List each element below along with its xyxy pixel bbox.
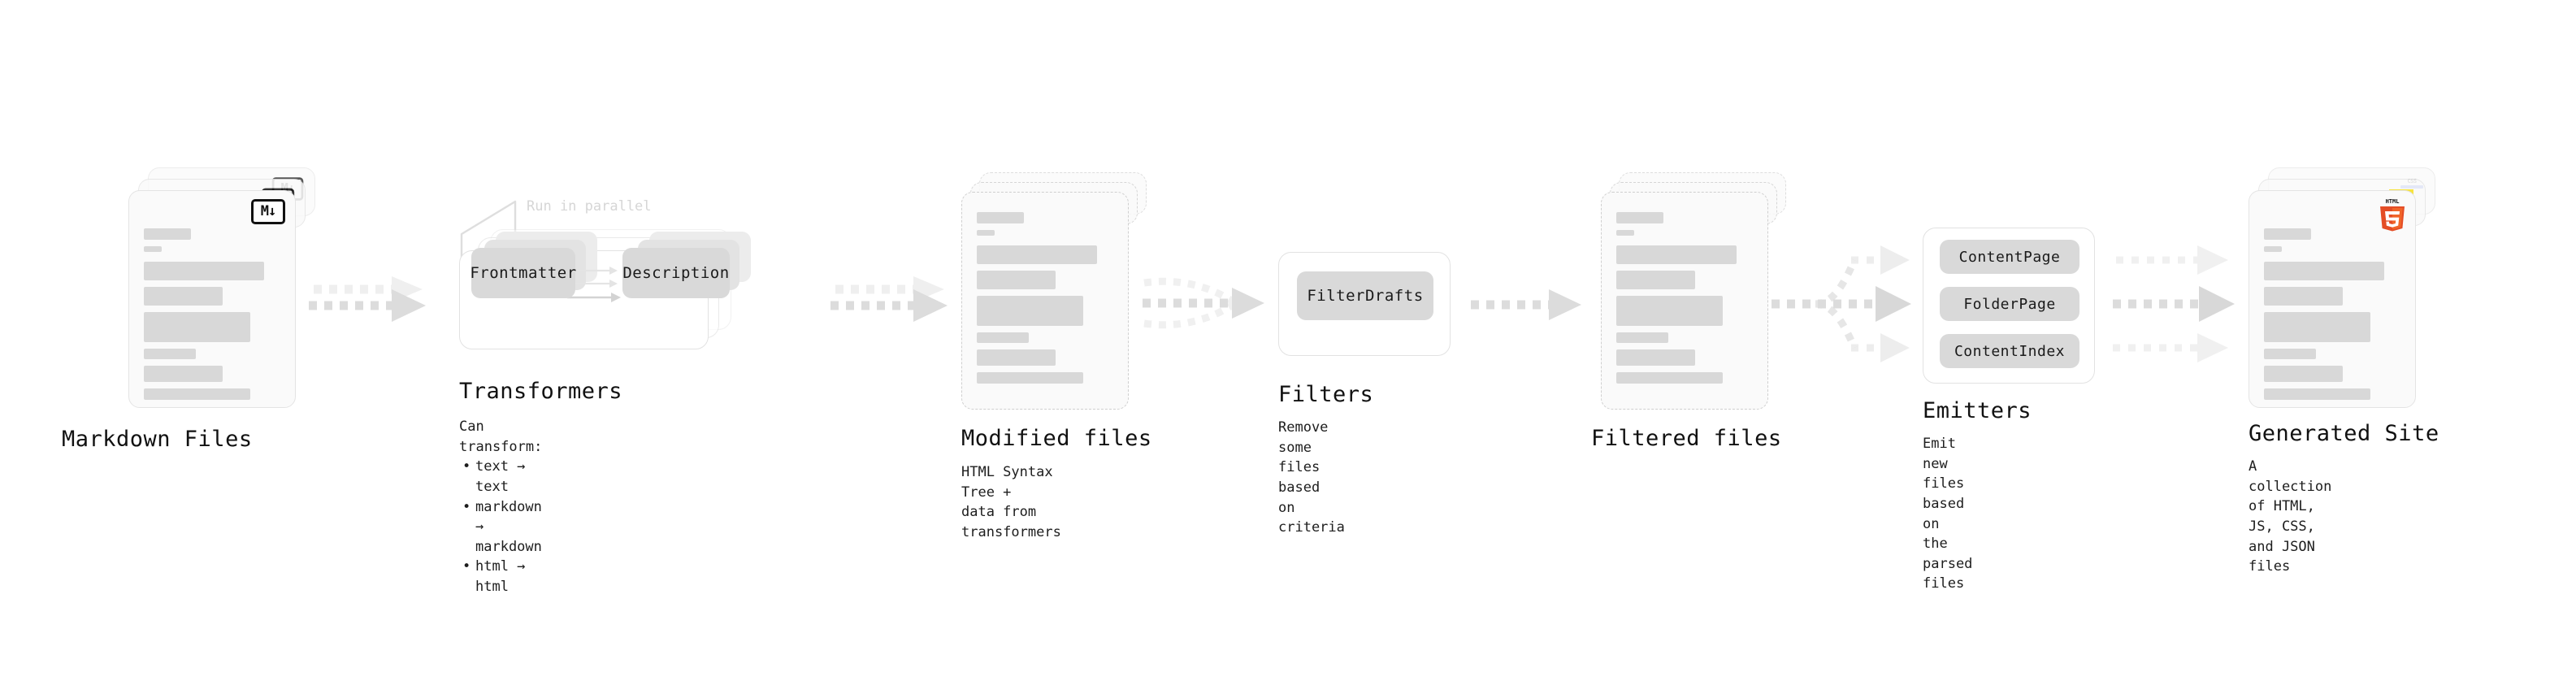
markdown-file-stack: M↓ M↓ M↓	[128, 167, 315, 411]
note-heading: Can transform:	[459, 419, 543, 455]
pill-filterdrafts[interactable]: FilterDrafts	[1297, 271, 1433, 320]
pill-label: Description	[622, 264, 730, 282]
modified-doc-front	[961, 192, 1129, 410]
pill-folderpage[interactable]: FolderPage	[1940, 287, 2079, 321]
transformers-note: Can transform: text → text markdown → ma…	[459, 417, 542, 597]
transformer-box-front: Frontmatter Description	[459, 232, 751, 349]
svg-text:HTML: HTML	[2386, 198, 2400, 205]
arrow-markdown-to-transformers	[307, 268, 437, 336]
markdown-icon: M↓	[251, 199, 285, 224]
filtered-file-stack	[1601, 172, 1788, 416]
arrow-filtered-to-emitters	[1770, 229, 1932, 384]
pill-label: ContentPage	[1958, 248, 2061, 266]
note-item: html → html	[462, 557, 542, 596]
doc-content-placeholder	[2264, 228, 2402, 406]
stage-title-filtered-files: Filtered files	[1591, 426, 1782, 451]
stage-subtitle-filters: Remove some files based on criteria	[1278, 419, 1345, 536]
doc-content-placeholder	[977, 212, 1115, 390]
doc-content-placeholder	[1616, 212, 1754, 390]
pill-label: ContentIndex	[1954, 342, 2066, 360]
dashed-arrow-icon	[1471, 289, 1581, 320]
note-item: text → text	[462, 457, 542, 497]
stage-title-modified-files: Modified files	[961, 426, 1152, 451]
stage-title-generated-site: Generated Site	[2249, 421, 2439, 446]
dashed-arrow-merge-icon	[1143, 277, 1264, 329]
stage-subtitle-generated-site: A collection of HTML, JS, CSS, and JSON …	[2249, 458, 2332, 575]
pill-contentindex[interactable]: ContentIndex	[1940, 334, 2079, 368]
arrow-filters-to-filtered	[1469, 280, 1599, 332]
stage-title-filters: Filters	[1278, 382, 1374, 407]
dashed-arrow-icon	[309, 276, 426, 322]
dashed-arrow-triple-icon	[2113, 245, 2235, 362]
note-item: markdown → markdown	[462, 497, 542, 557]
filtered-doc-front	[1601, 192, 1768, 410]
html5-icon: HTML	[2378, 197, 2407, 232]
note-list: text → text markdown → markdown html → h…	[459, 457, 542, 596]
filters-box: FilterDrafts	[1278, 252, 1451, 356]
parallel-leader-line	[460, 200, 517, 263]
dashed-arrow-split-icon	[1772, 245, 1911, 362]
pill-label: FilterDrafts	[1307, 287, 1424, 305]
stage-title-markdown-files: Markdown Files	[62, 427, 253, 452]
arrow-transformers-to-modified	[829, 268, 959, 336]
doc-content-placeholder	[144, 228, 282, 406]
pill-frontmatter[interactable]: Frontmatter	[470, 248, 577, 298]
pill-label: FolderPage	[1963, 295, 2056, 313]
dashed-arrow-icon	[830, 276, 948, 322]
modified-file-stack	[961, 172, 1148, 416]
generated-doc-html: HTML	[2249, 190, 2416, 408]
stage-subtitle-emitters: Emit new files based on the parsed files	[1923, 436, 1973, 592]
pill-label: Frontmatter	[470, 264, 577, 282]
emitters-box: ContentPage FolderPage ContentIndex	[1923, 228, 2095, 384]
pill-description[interactable]: Description	[622, 248, 730, 298]
arrow-modified-to-filters	[1141, 267, 1287, 343]
pill-contentpage[interactable]: ContentPage	[1940, 240, 2079, 274]
stage-subtitle-modified-files: HTML Syntax Tree + data from transformer…	[961, 464, 1061, 540]
arrow-emitters-to-site	[2113, 229, 2267, 384]
parallel-label: Run in parallel	[527, 198, 652, 215]
generated-site-stack: CSS HTML	[2249, 167, 2435, 411]
stage-title-transformers: Transformers	[459, 379, 623, 404]
markdown-doc-front: M↓	[128, 190, 296, 408]
stage-title-emitters: Emitters	[1923, 398, 2032, 423]
markdown-icon-glyph: M↓	[260, 203, 277, 219]
